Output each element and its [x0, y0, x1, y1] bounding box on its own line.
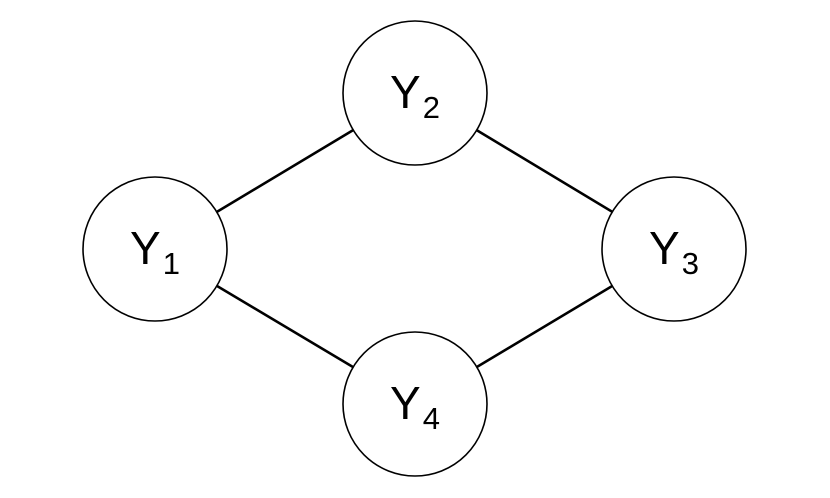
- node-y2-base: Y: [390, 66, 421, 118]
- node-y2-circle: [342, 20, 488, 166]
- node-y1: Y1: [82, 176, 228, 322]
- node-y4-circle: [342, 331, 488, 477]
- node-y3-label: Y3: [649, 222, 699, 281]
- node-y3: Y3: [601, 176, 747, 322]
- node-y2: Y2: [342, 20, 488, 166]
- node-y2-label: Y2: [390, 66, 440, 125]
- node-y3-base: Y: [649, 222, 680, 274]
- node-y4-subscript: 4: [423, 401, 440, 436]
- node-y2-subscript: 2: [423, 90, 440, 125]
- node-y1-base: Y: [130, 222, 161, 274]
- node-y3-circle: [601, 176, 747, 322]
- node-y1-subscript: 1: [163, 246, 180, 281]
- node-y4: Y4: [342, 331, 488, 477]
- node-y1-label: Y1: [130, 222, 180, 281]
- node-y1-circle: [82, 176, 228, 322]
- node-y3-subscript: 3: [682, 246, 699, 281]
- node-y4-label: Y4: [390, 377, 440, 436]
- node-y4-base: Y: [390, 377, 421, 429]
